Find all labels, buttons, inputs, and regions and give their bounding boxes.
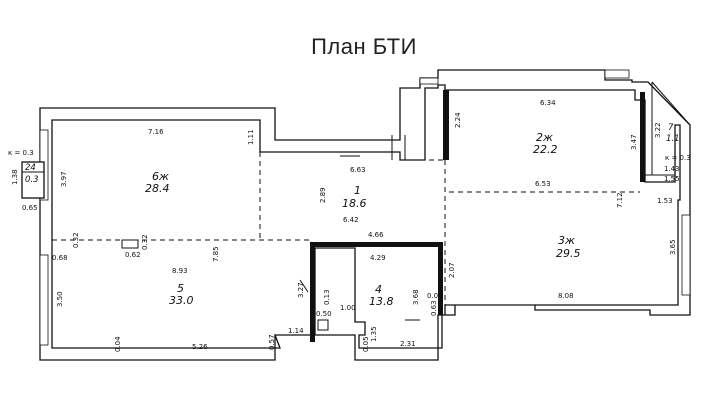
- window-left-bottom: [39, 254, 49, 346]
- dim-label: 1.43: [664, 165, 680, 173]
- window-right: [681, 214, 691, 296]
- dim-label: 1.00: [340, 304, 356, 312]
- dim-label: 0.62: [125, 251, 141, 259]
- room-area-7: 1.1: [666, 134, 680, 144]
- dim-label: 3.22: [654, 122, 662, 138]
- dim-label: 3.47: [630, 134, 638, 150]
- dim-label: 0.68: [52, 254, 68, 262]
- room-label-24: 24: [25, 163, 36, 173]
- room-label-2: 2ж: [536, 131, 553, 144]
- dim-label: 4.66: [368, 231, 384, 239]
- dim-label: 7.85: [212, 246, 220, 262]
- room-label-3: 3ж: [558, 234, 575, 247]
- dim-label: 1.11: [247, 129, 255, 145]
- room-area-5: 33.0: [169, 294, 194, 307]
- dim-label: 2.07: [448, 262, 456, 278]
- dim-label: 1.53: [657, 197, 673, 205]
- dim-label: 5.26: [192, 343, 208, 351]
- dim-label: 0.57: [268, 334, 276, 350]
- dim-label: 2.24: [454, 112, 462, 128]
- dim-label: 1.14: [288, 327, 304, 335]
- dim-label: 2.89: [319, 187, 327, 203]
- shaft-fixture: [317, 319, 329, 331]
- column-fixture: [121, 239, 139, 249]
- dim-label: 7.12: [616, 192, 624, 208]
- dim-label: 0.65: [22, 204, 38, 212]
- dim-label: 0.03: [427, 292, 443, 300]
- room-area-1: 18.6: [342, 197, 367, 210]
- niche-24: [21, 161, 45, 199]
- dim-label: 4.29: [370, 254, 386, 262]
- dim-label: 8.08: [558, 292, 574, 300]
- dim-label: 2.31: [400, 340, 416, 348]
- dim-label: 0.63: [430, 300, 438, 316]
- room-area-24: 0.3: [25, 175, 39, 185]
- window-top-left: [419, 77, 439, 85]
- wall-room-7-diag: [651, 81, 691, 126]
- room-label-4: 4: [375, 283, 382, 296]
- wall-rooms-4-5: [310, 242, 315, 342]
- room-label-5: 5: [177, 282, 184, 295]
- dim-label: 0.32: [72, 232, 80, 248]
- wall-room-7-left: [640, 92, 645, 182]
- plan-title: План БТИ: [311, 34, 417, 59]
- outer-wall: [39, 69, 691, 361]
- dim-label: 0.32: [141, 234, 149, 250]
- dim-label: 3.50: [56, 291, 64, 307]
- room-area-3: 29.5: [556, 247, 581, 260]
- wall-room-2-left: [443, 90, 449, 160]
- dim-label: 6.53: [535, 180, 551, 188]
- room-area-2: 22.2: [533, 143, 558, 156]
- room-area-4: 13.8: [369, 295, 394, 308]
- dim-label: 0.50: [316, 310, 332, 318]
- dim-label: 0.04: [114, 336, 122, 352]
- dim-label: 3.97: [60, 171, 68, 187]
- dim-label: 6.42: [343, 216, 359, 224]
- dim-label: 1.55: [664, 175, 680, 183]
- note-k-right: к = 0.3: [665, 154, 691, 162]
- door-mark-4: [299, 279, 309, 293]
- room-area-6: 28.4: [145, 182, 170, 195]
- dim-label: 6.34: [540, 99, 556, 107]
- wall-room-4-right: [438, 242, 443, 315]
- dim-label: 7.16: [148, 128, 164, 136]
- window-top-right: [604, 69, 630, 79]
- dim-label: 3.68: [412, 289, 420, 305]
- note-k-left: к = 0.3: [8, 149, 34, 157]
- dim-label: 1.38: [11, 169, 19, 185]
- room-label-1: 1: [354, 184, 361, 197]
- wall-room-4-top: [310, 242, 440, 247]
- room-label-6: 6ж: [152, 170, 169, 183]
- room-label-7: 7: [668, 123, 674, 133]
- dim-label: 6.63: [350, 166, 366, 174]
- dim-label: 3.65: [669, 239, 677, 255]
- dim-label: 0.05: [362, 336, 370, 352]
- dim-label: 0.13: [323, 289, 331, 305]
- dim-label: 8.93: [172, 267, 188, 275]
- dim-label: 1.35: [370, 326, 378, 342]
- dim-label: 3.27: [297, 282, 305, 298]
